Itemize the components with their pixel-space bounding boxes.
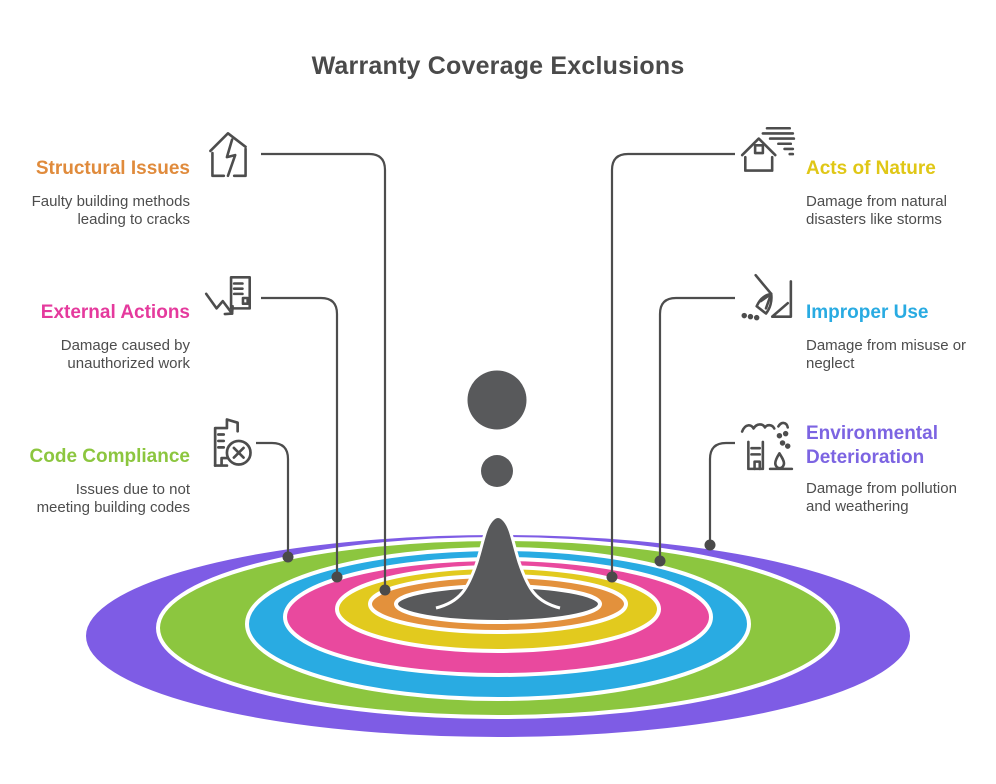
page-title: Warranty Coverage Exclusions [311, 52, 685, 80]
connector-environmental-deterioration [708, 441, 735, 544]
item-title-external-actions: External Actions [40, 302, 190, 323]
item-desc-external-actions: Damage caused by unauthorized work [60, 337, 190, 372]
droplet-large [467, 370, 527, 430]
connector-code-compliance [256, 441, 290, 556]
connector-dot-external-actions [331, 571, 343, 583]
house-storm-wind-icon [740, 126, 796, 172]
connector-external-actions [261, 296, 339, 576]
item-title-code-compliance: Code Compliance [29, 446, 190, 467]
cracked-house-icon [209, 132, 247, 178]
building-x-circle-icon [213, 418, 252, 467]
connector-dot-acts-of-nature [606, 571, 618, 583]
item-title-structural-issues: Structural Issues [35, 158, 190, 179]
connector-dot-structural-issues [379, 584, 391, 596]
connector-structural-issues [261, 152, 387, 588]
droplet-small [481, 455, 513, 487]
splash-column [436, 516, 560, 619]
building-falling-arrow-icon [204, 275, 252, 316]
pollution-building-icon [740, 421, 794, 471]
item-desc-environmental-deterioration: Damage from pollution and weathering [806, 480, 957, 515]
connector-dot-environmental-deterioration [704, 539, 716, 551]
item-desc-structural-issues: Faulty building methods leading to crack… [31, 193, 190, 228]
broom-sweep-icon [741, 273, 793, 321]
connector-dot-code-compliance [282, 551, 294, 563]
item-desc-code-compliance: Issues due to not meeting building codes [36, 481, 190, 516]
connector-acts-of-nature [610, 152, 735, 576]
splash-column-outline [435, 515, 561, 610]
item-title-improper-use: Improper Use [806, 302, 929, 323]
item-desc-improper-use: Damage from misuse or neglect [806, 337, 967, 372]
item-title-acts-of-nature: Acts of Nature [806, 158, 936, 179]
connector-improper-use [658, 296, 735, 560]
connector-dot-improper-use [654, 555, 666, 567]
item-desc-acts-of-nature: Damage from natural disasters like storm… [806, 193, 947, 228]
item-title-environmental-deterioration: Environmental Deterioration [806, 423, 938, 468]
